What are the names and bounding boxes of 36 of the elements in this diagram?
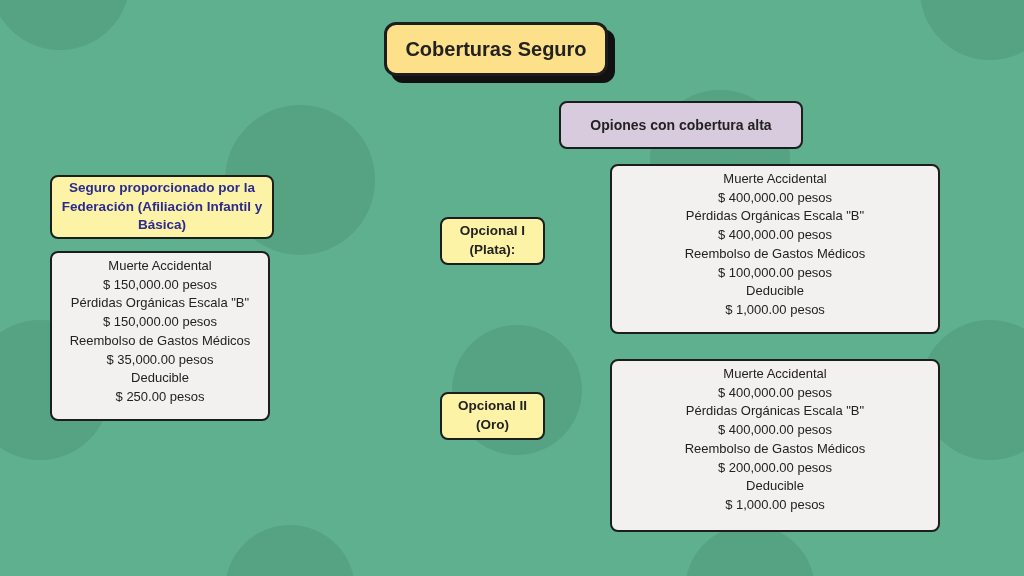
amount-text: $ 150,000.00 pesos [102, 275, 218, 294]
coverage-label: Reembolso de Gastos Médicos [684, 244, 866, 263]
amount-text: $ 1,000.00 pesos [725, 495, 825, 514]
coverage-label: Pérdidas Orgánicas Escala "B" [685, 402, 865, 421]
header-box [50, 175, 274, 239]
amount-text: $ 400,000.00 pesos [717, 226, 833, 245]
coverage-label: Deducible [746, 282, 804, 301]
amount-text: $ 1,000.00 pesos [725, 300, 825, 319]
coverage-label: Reembolso de Gastos Médicos [684, 439, 866, 458]
amount-text: $ 400,000.00 pesos [717, 421, 833, 440]
coverage-label: Deducible [746, 477, 804, 496]
amount-text: $ 200,000.00 pesos [717, 458, 833, 477]
box-text: Seguro proporcionado por la Federación (Afiliación Infantil y Básica) [60, 178, 264, 235]
option-box [440, 392, 545, 440]
option-box [440, 217, 545, 265]
coverage-card [610, 359, 940, 532]
coverage-label: Muerte Accidental [723, 170, 827, 188]
box-text: Opcional I (Plata): [458, 222, 527, 259]
amount-text: $ 400,000.00 pesos [717, 383, 833, 402]
coverage-label: Muerte Accidental [723, 365, 827, 383]
category-box [559, 101, 803, 149]
coverage-card [50, 251, 270, 421]
amount-text: $ 100,000.00 pesos [717, 263, 833, 282]
coverage-label: Reembolso de Gastos Médicos [69, 331, 251, 350]
coverage-label: Pérdidas Orgánicas Escala "B" [685, 207, 865, 226]
amount-text: $ 35,000.00 pesos [106, 350, 214, 369]
coverage-label: Deducible [131, 369, 189, 388]
amount-text: $ 400,000.00 pesos [717, 188, 833, 207]
coverage-label: Muerte Accidental [108, 257, 212, 275]
amount-text: $ 250.00 pesos [115, 387, 205, 406]
box-text: Opiones con cobertura alta [590, 117, 772, 133]
box-text: Opcional II (Oro) [457, 397, 528, 434]
coverage-label: Pérdidas Orgánicas Escala "B" [70, 294, 250, 313]
amount-text: $ 150,000.00 pesos [102, 313, 218, 332]
coverage-card [610, 164, 940, 334]
box-text: Coberturas Seguro [405, 37, 587, 61]
